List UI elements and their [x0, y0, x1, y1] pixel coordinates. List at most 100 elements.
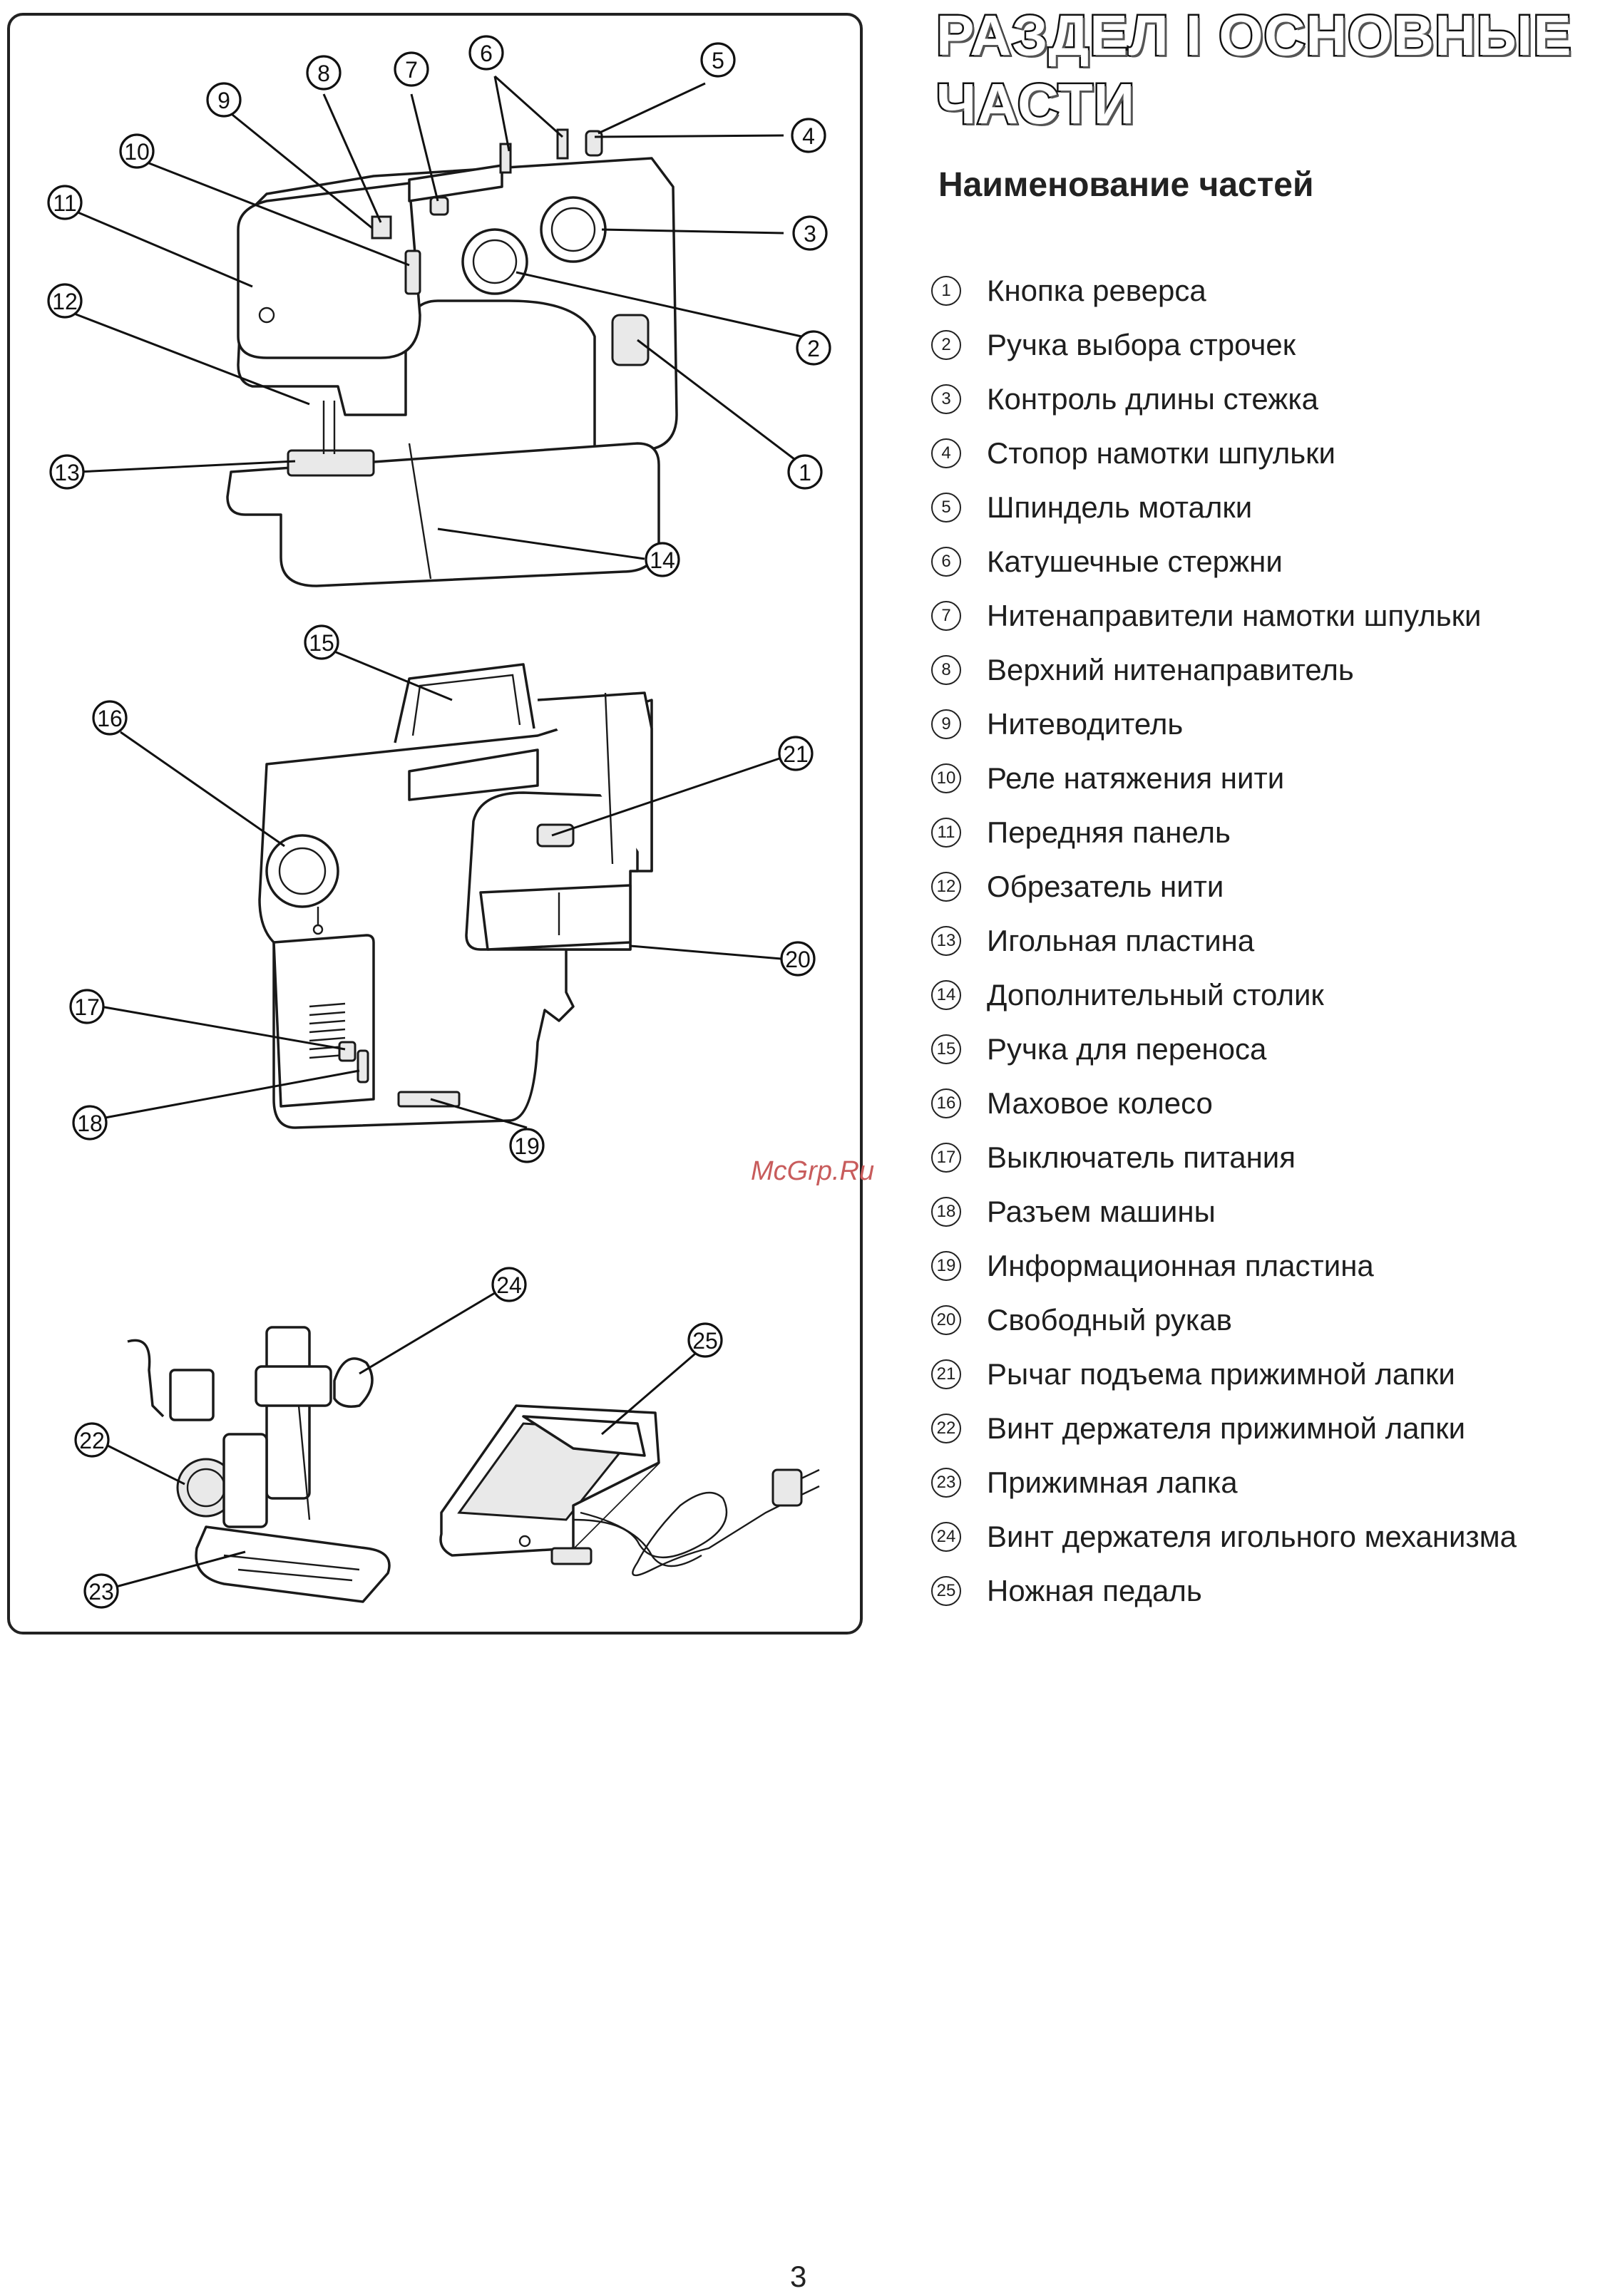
callout-marker: 7 — [394, 51, 429, 87]
callout-number: 1 — [799, 460, 811, 485]
callout-number: 3 — [804, 221, 816, 247]
section-title: РАЗДЕЛ I ОСНОВНЫЕ ЧАСТИ — [935, 1, 1600, 138]
part-label: Выключатель питания — [987, 1141, 1296, 1174]
callout-marker: 18 — [72, 1105, 108, 1141]
callout-marker: 19 — [509, 1128, 545, 1163]
part-number-badge: 1 — [931, 276, 961, 306]
part-number-badge: 10 — [931, 763, 961, 793]
callout-marker: 20 — [780, 941, 816, 977]
callout-number: 18 — [77, 1111, 103, 1136]
callout-number: 8 — [317, 61, 330, 86]
callout-number: 22 — [79, 1428, 105, 1453]
callout-number: 6 — [480, 41, 493, 66]
callout-marker: 8 — [306, 55, 342, 91]
part-label: Маховое колесо — [987, 1086, 1213, 1120]
machine-front-illustration — [226, 128, 678, 587]
part-number-badge: 17 — [931, 1143, 961, 1173]
parts-list-item: 10 Реле натяжения нити — [931, 751, 1517, 805]
part-label: Катушечные стержни — [987, 545, 1283, 578]
callout-marker: 5 — [700, 42, 736, 78]
leader-lines — [73, 75, 802, 1589]
parts-list-item: 17 Выключатель питания — [931, 1131, 1517, 1185]
callout-number: 4 — [802, 123, 815, 149]
parts-list-item: 1 Кнопка реверса — [931, 264, 1517, 318]
part-label: Информационная пластина — [987, 1249, 1374, 1282]
part-label: Дополнительный столик — [987, 978, 1324, 1011]
part-label: Разъем машины — [987, 1195, 1216, 1228]
callout-marker: 1 — [787, 454, 823, 490]
callout-marker: 9 — [206, 82, 242, 118]
callout-marker: 17 — [69, 989, 105, 1024]
section-title-line2: ЧАСТИ — [935, 71, 1137, 138]
callout-number: 20 — [785, 947, 811, 972]
callout-number: 16 — [97, 706, 123, 731]
part-number-badge: 18 — [931, 1197, 961, 1227]
part-number-badge: 11 — [931, 818, 961, 848]
part-label: Обрезатель нити — [987, 870, 1224, 903]
callout-marker: 3 — [792, 215, 828, 251]
part-label: Ножная педаль — [987, 1574, 1202, 1607]
parts-list-item: 6 Катушечные стержни — [931, 535, 1517, 589]
part-number-badge: 23 — [931, 1468, 961, 1498]
part-label: Передняя панель — [987, 815, 1231, 849]
section-title-line1: РАЗДЕЛ I ОСНОВНЫЕ — [935, 2, 1574, 69]
part-label: Шпиндель моталки — [987, 490, 1253, 524]
callout-markers: 1234567891011121314151617181920212223242… — [47, 35, 831, 1609]
page-number: 3 — [790, 2260, 807, 2293]
part-label: Нитеводитель — [987, 707, 1184, 741]
presser-foot-illustration — [127, 1326, 391, 1603]
foot-pedal-illustration — [439, 1404, 820, 1577]
parts-list-item: 11 Передняя панель — [931, 805, 1517, 860]
callout-number: 21 — [783, 741, 809, 767]
parts-list-item: 25 Ножная педаль — [931, 1564, 1517, 1618]
callout-marker: 21 — [778, 736, 814, 771]
parts-diagram: 1234567891011121314151617181920212223242… — [47, 35, 831, 1609]
part-number-badge: 14 — [931, 980, 961, 1010]
callout-marker: 23 — [83, 1573, 119, 1609]
callout-marker: 22 — [74, 1422, 110, 1458]
callout-number: 13 — [54, 460, 80, 485]
part-label: Стопор намотки шпульки — [987, 436, 1335, 470]
callout-number: 2 — [807, 336, 820, 361]
part-label: Нитенаправители намотки шпульки — [987, 599, 1482, 632]
callout-number: 7 — [405, 57, 418, 83]
callout-number: 9 — [217, 88, 230, 113]
callout-number: 10 — [124, 139, 150, 165]
machine-rear-illustration — [258, 663, 653, 1129]
callout-marker: 2 — [796, 330, 831, 366]
part-label: Винт держателя игольного механизма — [987, 1520, 1517, 1553]
callout-marker: 16 — [92, 700, 128, 736]
part-number-badge: 15 — [931, 1034, 961, 1064]
part-number-badge: 3 — [931, 384, 961, 414]
part-label: Кнопка реверса — [987, 274, 1206, 307]
parts-list-item: 5 Шпиндель моталки — [931, 480, 1517, 535]
callout-number: 14 — [650, 547, 675, 573]
part-number-badge: 6 — [931, 547, 961, 577]
part-number-badge: 7 — [931, 601, 961, 631]
part-label: Ручка выбора строчек — [987, 328, 1296, 361]
callout-number: 17 — [74, 994, 100, 1020]
part-label: Свободный рукав — [987, 1303, 1232, 1337]
part-number-badge: 13 — [931, 926, 961, 956]
part-number-badge: 20 — [931, 1305, 961, 1335]
part-label: Реле натяжения нити — [987, 761, 1285, 795]
part-number-badge: 5 — [931, 493, 961, 522]
watermark: McGrp.Ru — [751, 1156, 875, 1186]
part-number-badge: 24 — [931, 1522, 961, 1552]
part-number-badge: 25 — [931, 1576, 961, 1606]
callout-marker: 4 — [791, 118, 826, 153]
